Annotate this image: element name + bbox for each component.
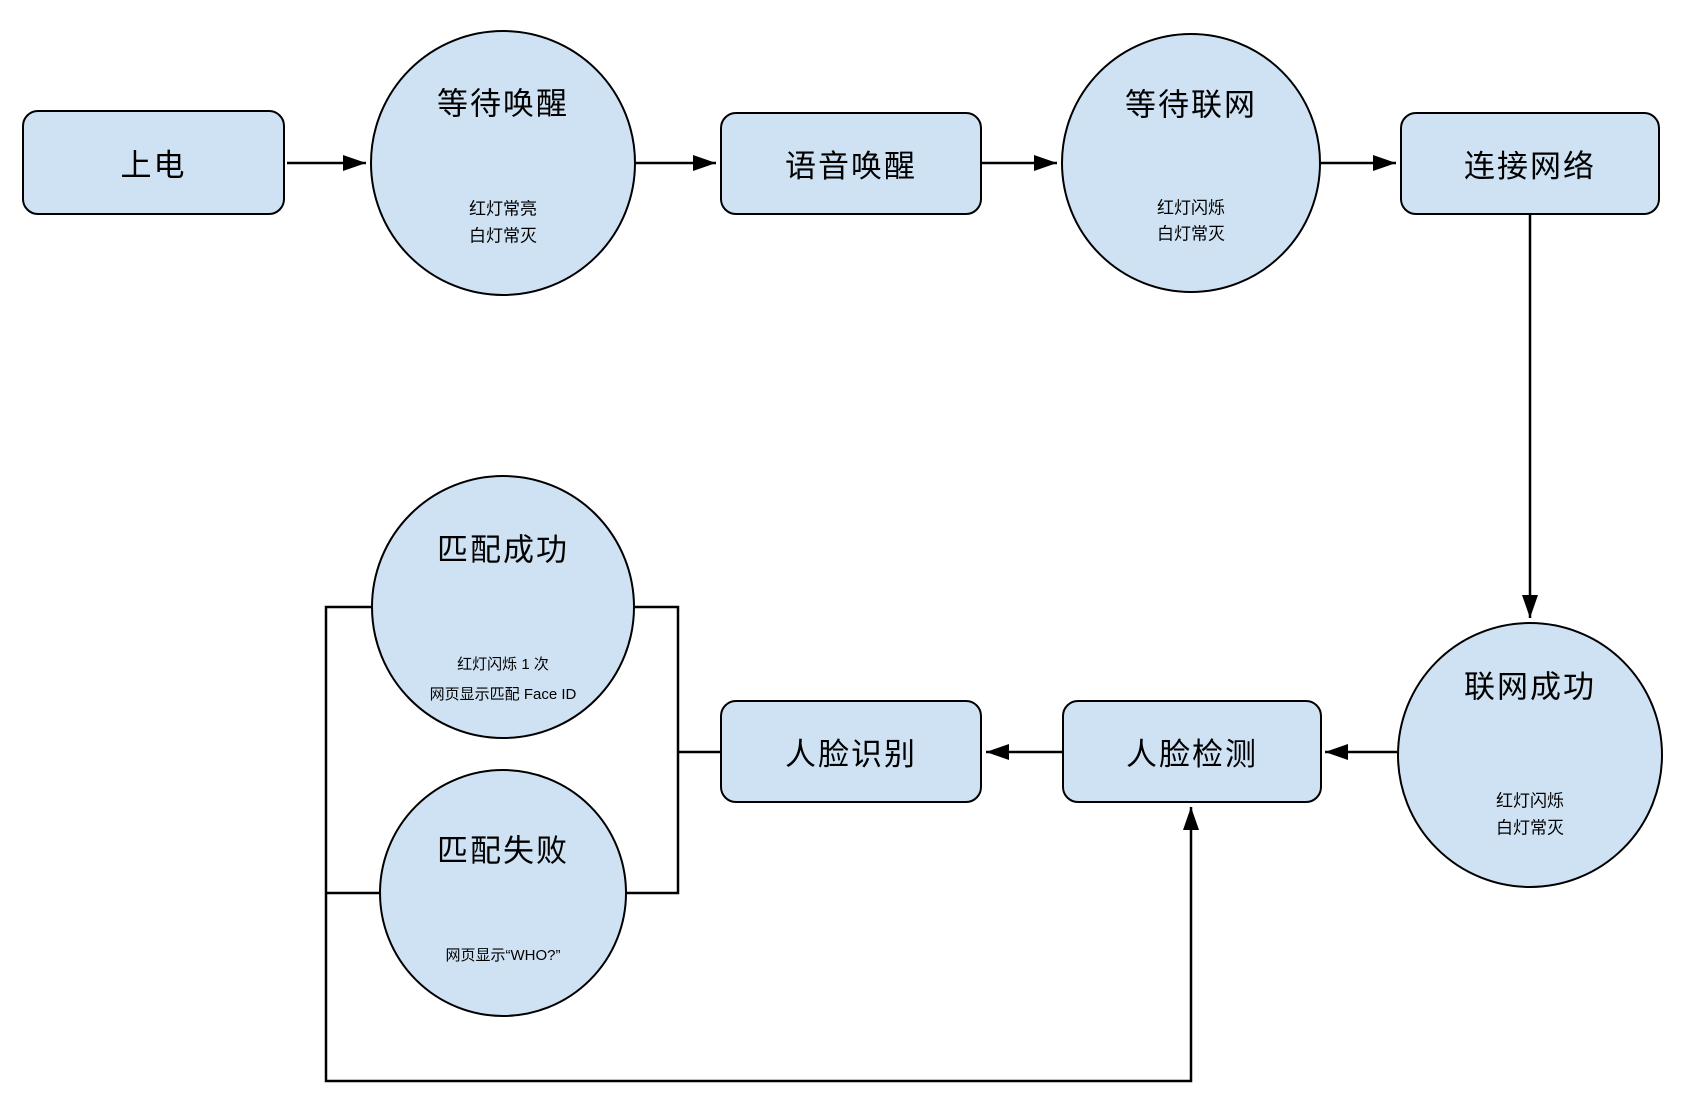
- node-face-detect-label: 人脸检测: [1126, 737, 1258, 772]
- node-wait-wake-subtext-line2: 白灯常灭: [469, 226, 537, 246]
- node-network-success: 联网成功 红灯闪烁 白灯常灭: [1397, 622, 1663, 888]
- node-connect-network-label: 连接网络: [1464, 149, 1596, 184]
- node-match-success: 匹配成功 红灯闪烁 1 次 网页显示匹配 Face ID: [371, 475, 635, 739]
- node-wait-network-subtext: 红灯闪烁 白灯常灭: [1063, 196, 1319, 249]
- node-match-fail-title: 匹配失败: [437, 833, 569, 869]
- node-wait-wake-subtext: 红灯常亮 白灯常灭: [372, 197, 634, 250]
- node-wait-network: 等待联网 红灯闪烁 白灯常灭: [1061, 33, 1321, 293]
- node-connect-network: 连接网络: [1400, 112, 1660, 215]
- node-match-success-subtext: 红灯闪烁 1 次 网页显示匹配 Face ID: [373, 650, 633, 710]
- node-network-success-title: 联网成功: [1464, 669, 1596, 705]
- node-power-on-label: 上电: [120, 148, 187, 183]
- node-match-fail-subtext-line1: 网页显示“WHO?”: [445, 947, 561, 965]
- node-voice-wake-label: 语音唤醒: [785, 149, 917, 184]
- node-match-fail: 匹配失败 网页显示“WHO?”: [379, 769, 627, 1017]
- node-face-detect: 人脸检测: [1062, 700, 1322, 803]
- node-network-success-subtext-line1: 红灯闪烁: [1496, 791, 1564, 811]
- node-face-recognize: 人脸识别: [720, 700, 982, 803]
- node-match-success-title: 匹配成功: [437, 532, 569, 568]
- node-wait-network-subtext-line1: 红灯闪烁: [1157, 198, 1225, 218]
- node-wait-wake-title: 等待唤醒: [437, 86, 569, 122]
- node-face-recognize-label: 人脸识别: [785, 737, 917, 772]
- edge-match-loop-back-to-face-detect: [324, 605, 1199, 1083]
- edge-match-circles-right-connector: [627, 605, 680, 895]
- node-network-success-subtext-line2: 白灯常灭: [1496, 818, 1564, 838]
- node-wait-network-subtext-line2: 白灯常灭: [1157, 224, 1225, 244]
- node-voice-wake: 语音唤醒: [720, 112, 982, 215]
- node-network-success-subtext: 红灯闪烁 白灯常灭: [1399, 789, 1661, 842]
- node-wait-wake-subtext-line1: 红灯常亮: [469, 199, 537, 219]
- node-match-success-subtext-line2: 网页显示匹配 Face ID: [429, 685, 577, 703]
- node-match-success-subtext-line1: 红灯闪烁 1 次: [457, 655, 549, 673]
- node-wait-network-title: 等待联网: [1125, 87, 1257, 123]
- node-wait-wake: 等待唤醒 红灯常亮 白灯常灭: [370, 30, 636, 296]
- node-match-fail-subtext: 网页显示“WHO?”: [381, 941, 625, 971]
- node-power-on: 上电: [22, 110, 285, 215]
